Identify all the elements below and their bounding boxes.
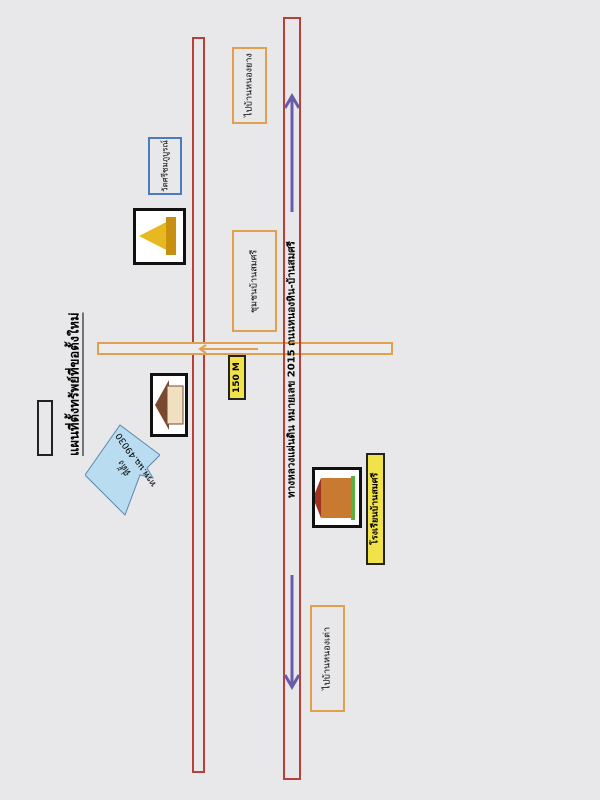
school-icon	[312, 467, 362, 528]
road-left-edge	[192, 37, 205, 773]
location-callout: ที่ตั้ง ทรพ.นฉ.49030	[85, 420, 160, 520]
arrow-down-icon	[283, 575, 301, 690]
house-icon	[150, 373, 188, 437]
arrow-up-icon	[283, 93, 301, 212]
to-north-label: ไปบ้านหนองยาง	[232, 47, 267, 124]
arrow-left-icon	[198, 344, 258, 354]
main-road	[283, 17, 301, 780]
distance-label: 150 M	[228, 355, 246, 400]
community-label: ชุมชนบ้านสมศรี	[232, 230, 277, 332]
school-label: โรงเรียนบ้านสมศรี	[366, 453, 385, 565]
temple-label: วัดศรีชมภูบูรณ์	[148, 137, 182, 195]
to-south-label: ไปบ้านหนองเต่า	[310, 605, 345, 712]
blank-box	[37, 400, 53, 456]
temple-icon	[133, 208, 186, 265]
